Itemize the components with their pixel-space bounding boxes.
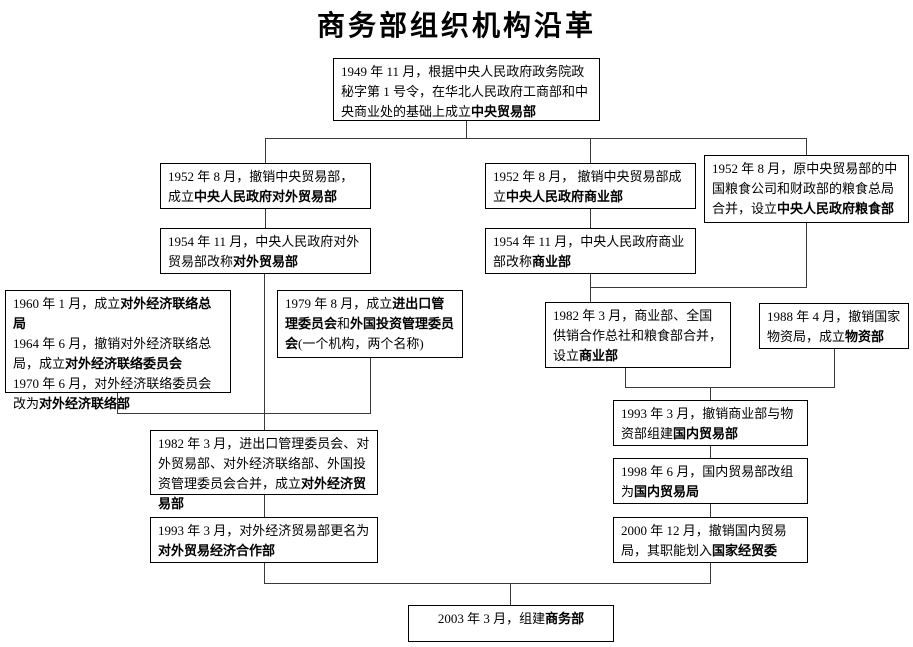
connector-1979-down <box>370 358 371 413</box>
node-1952-grain-ministry: 1952 年 8 月，原中央贸易部的中国粮食公司和财政部的粮食总局合并，设立中央… <box>704 155 909 223</box>
connector-into-1993b <box>710 388 711 400</box>
connector-drop-1952c <box>806 139 807 155</box>
node-2000-setc: 2000 年 12 月，撤销国内贸易局，其职能划入国家经贸委 <box>613 517 808 563</box>
connector-1952b-1954b <box>590 209 591 228</box>
node-1982-foreign-econ-trade-ministry: 1982 年 3 月，进出口管理委员会、对外贸易部、对外经济联络部、外国投资管理… <box>150 430 378 511</box>
connector-1982a-1993a <box>264 495 265 517</box>
node-1954-commerce-rename: 1954 年 11 月，中央人民政府商业部改称商业部 <box>485 228 696 274</box>
connector-left-merge <box>117 413 371 414</box>
connector-top-horizontal <box>265 138 807 139</box>
node-1952-foreign-trade-ministry: 1952 年 8 月，撤销中央贸易部，成立中央人民政府对外贸易部 <box>160 163 371 209</box>
connector-drop-1952a <box>265 139 266 163</box>
node-2003-mofcom: 2003 年 3 月，组建商务部 <box>408 605 614 642</box>
node-1982-commerce-merge: 1982 年 3 月，商业部、全国供销合作总社和粮食部合并，设立商业部 <box>545 302 731 368</box>
connector-1998-2000 <box>710 504 711 517</box>
connector-1952a-1954a <box>265 209 266 228</box>
node-1988-materials-ministry: 1988 年 4 月，撤销国家物资局，成立物资部 <box>759 303 909 349</box>
connector-1949-down <box>466 121 467 139</box>
node-1993-domestic-trade-ministry: 1993 年 3 月，撤销商业部与物资部组建国内贸易部 <box>613 400 808 446</box>
connector-1993a-down <box>264 563 265 583</box>
node-1954-foreign-trade-rename: 1954 年 11 月，中央人民政府对外贸易部改称对外贸易部 <box>160 228 371 274</box>
connector-into-2003 <box>510 584 511 605</box>
page-title: 商务部组织机构沿革 <box>316 11 596 42</box>
connector-1982b-down <box>625 368 626 387</box>
node-1952-commerce-ministry: 1952 年 8 月， 撤销中央贸易部成立中央人民政府商业部 <box>485 163 696 209</box>
node-1993-moftec: 1993 年 3 月，对外经济贸易部更名为对外贸易经济合作部 <box>150 517 378 563</box>
connector-grain-horizontal <box>590 287 807 288</box>
connector-1954b-1982b <box>590 274 591 302</box>
connector-1960s-down <box>117 393 118 413</box>
node-1979-import-export-commission: 1979 年 8 月，成立进出口管理委员会和外国投资管理委员会(一个机构，两个名… <box>277 290 463 358</box>
connector-1952c-down <box>806 223 807 288</box>
connector-1988-down <box>834 349 835 387</box>
connector-1993b-1998 <box>710 446 711 458</box>
node-1949-central-trade-ministry: 1949 年 11 月，根据中央人民政府政务院政秘字第 1 号令，在华北人民政府… <box>333 58 600 121</box>
connector-right-merge <box>625 387 835 388</box>
connector-2000-down <box>710 563 711 583</box>
connector-left-spine <box>264 274 265 430</box>
connector-bottom-horizontal <box>264 583 711 584</box>
connector-drop-1952b <box>590 139 591 163</box>
node-1998-domestic-trade-bureau: 1998 年 6 月，国内贸易部改组为国内贸易局 <box>613 458 808 504</box>
